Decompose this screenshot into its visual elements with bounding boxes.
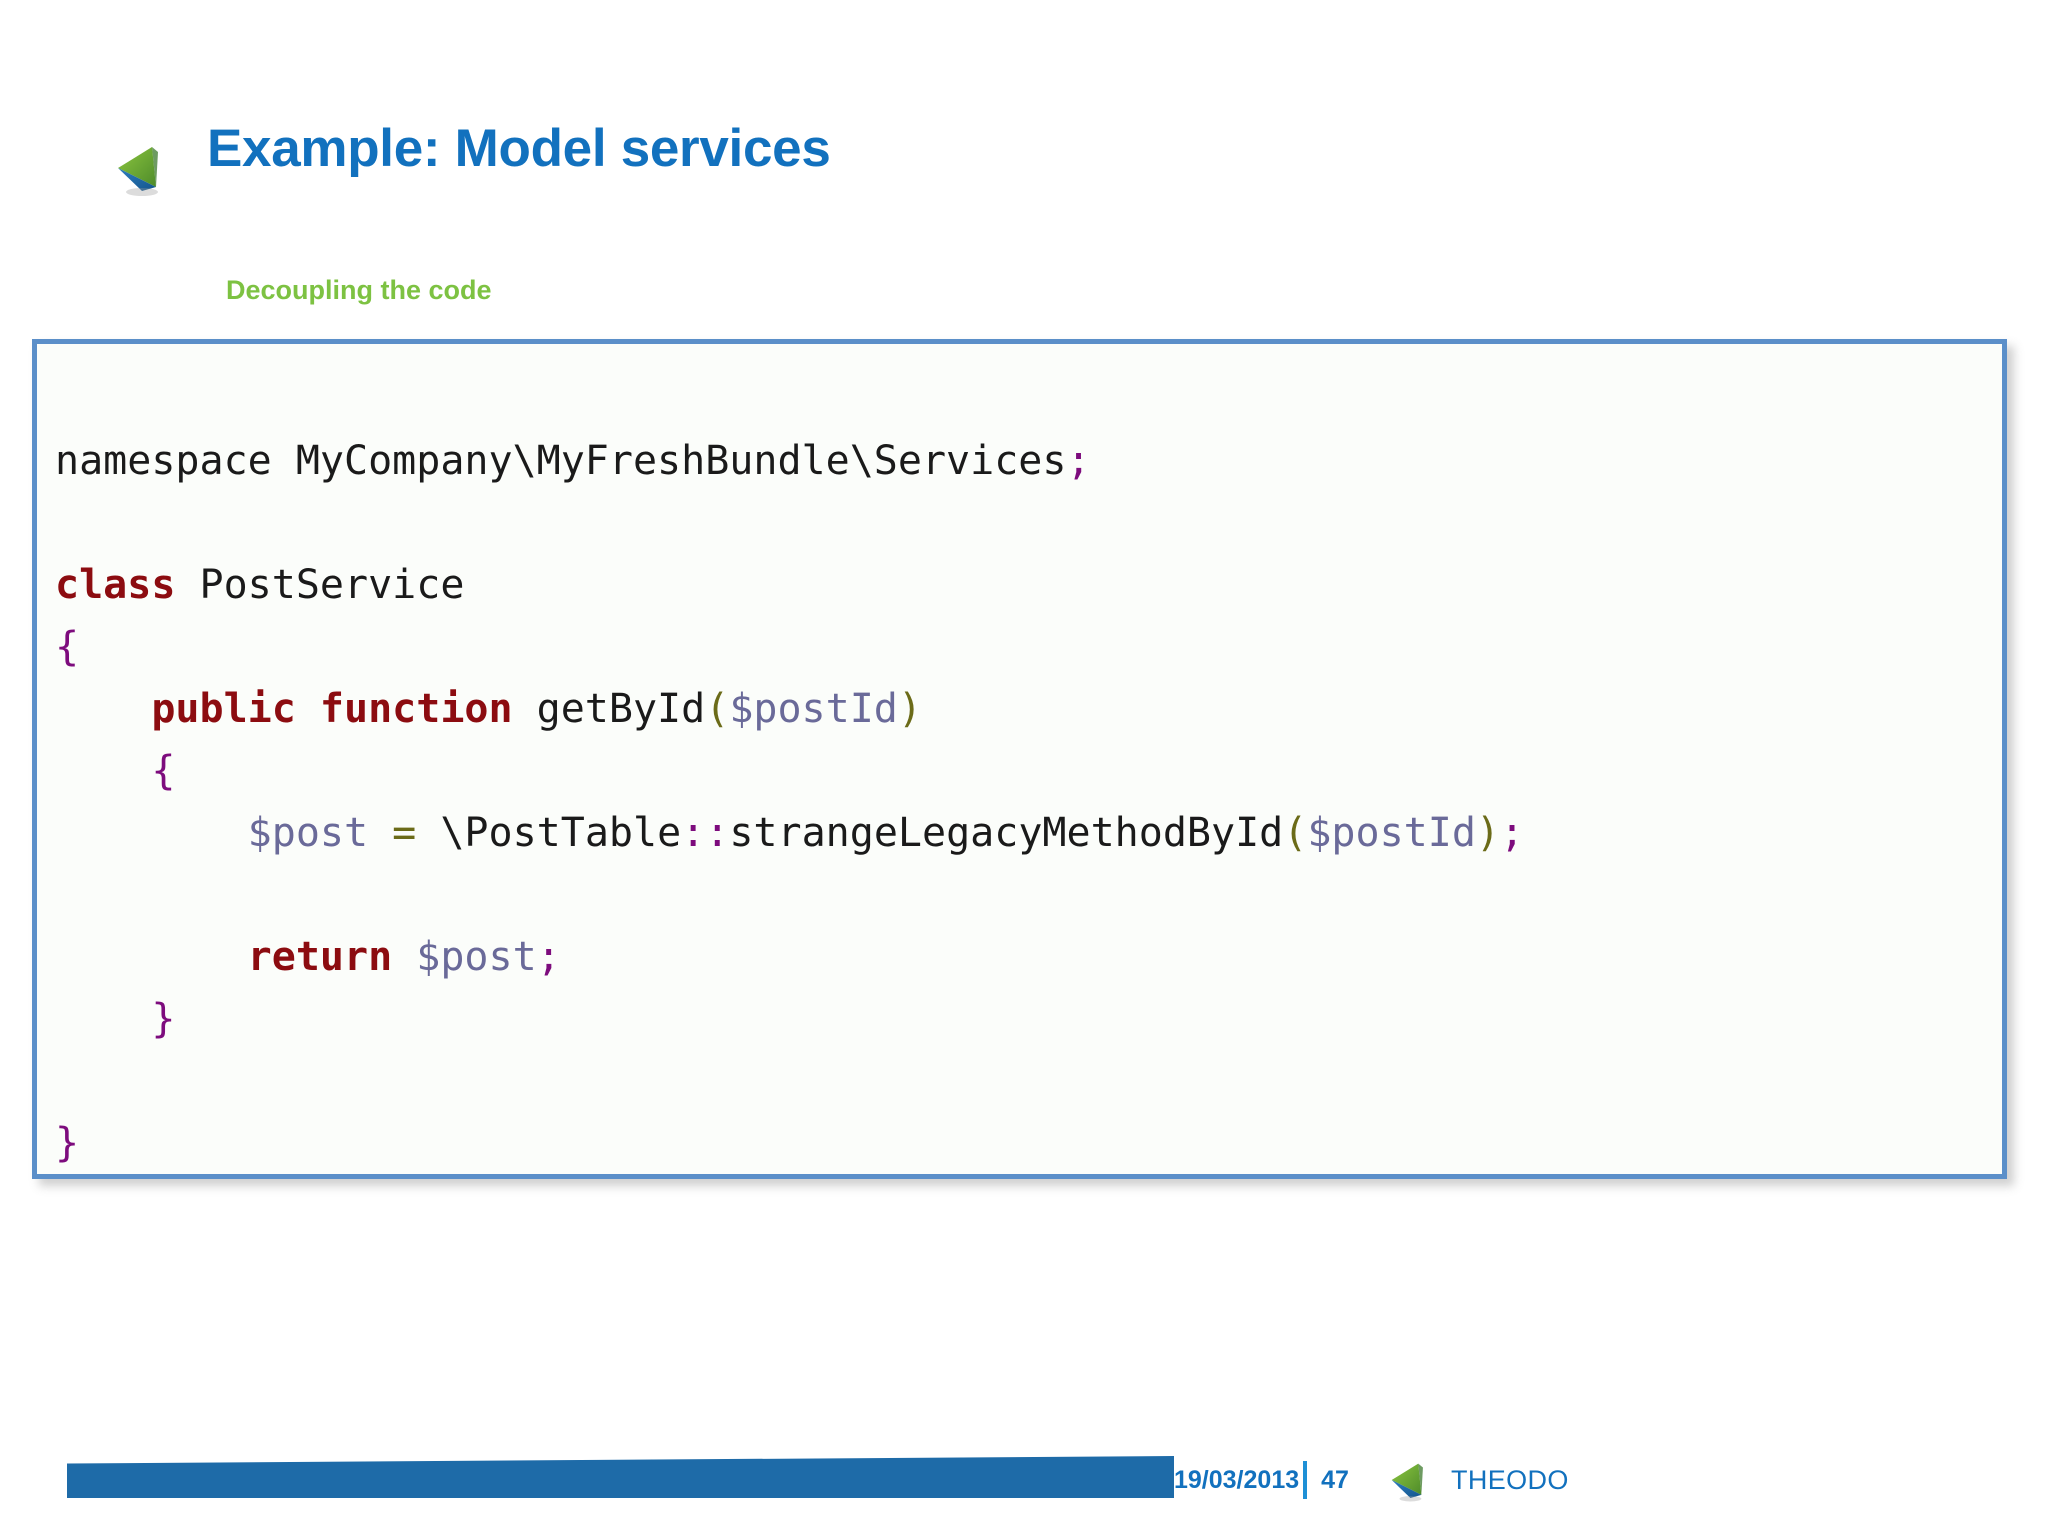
code-token-punc: ;: [536, 934, 561, 980]
code-token-plain: \PostTable: [416, 810, 682, 856]
theodo-triangle-logo-icon: [1387, 1455, 1437, 1505]
code-token-var: $post: [416, 934, 537, 980]
page-title: Example: Model services: [207, 119, 831, 178]
code-token-op: ): [897, 686, 922, 732]
code-line: }: [55, 996, 175, 1042]
code-content: namespace MyCompany\MyFreshBundle\Servic…: [55, 430, 1524, 1174]
code-token-plain: [55, 996, 151, 1042]
code-token-op: =: [392, 810, 417, 856]
footer-separator: [1303, 1461, 1308, 1499]
code-token-plain: [55, 686, 151, 732]
code-line: namespace MyCompany\MyFreshBundle\Servic…: [55, 438, 1091, 484]
code-token-plain: [55, 748, 151, 794]
code-token-var: $postId: [729, 686, 898, 732]
code-token-punc: ;: [1066, 438, 1091, 484]
code-token-var: $postId: [1307, 810, 1476, 856]
code-line: {: [55, 624, 79, 670]
code-token-plain: [55, 934, 248, 980]
code-line: class PostService: [55, 562, 464, 608]
footer-bar: [67, 1456, 1174, 1498]
code-token-kw: public function: [151, 686, 513, 732]
code-line: {: [55, 748, 175, 794]
code-line: public function getById($postId): [55, 686, 922, 732]
code-token-plain: [55, 810, 248, 856]
code-token-plain: namespace MyCompany\MyFreshBundle\Servic…: [55, 438, 1067, 484]
code-token-plain: getById: [512, 686, 706, 732]
footer-page-number: 47: [1321, 1465, 1349, 1494]
footer-brand-name: THEODO: [1450, 1464, 1569, 1495]
code-token-punc: ::: [681, 810, 730, 856]
footer-meta: 19/03/2013 47 THEODO: [1174, 1458, 1569, 1502]
code-token-plain: [392, 934, 416, 980]
code-line: return $post;: [55, 934, 561, 980]
code-token-op: (: [1283, 810, 1308, 856]
code-token-punc: }: [55, 1120, 80, 1166]
code-token-op: (: [705, 686, 730, 732]
footer-date: 19/03/2013: [1174, 1465, 1300, 1494]
code-token-punc: ;: [1500, 810, 1525, 856]
code-token-plain: [368, 810, 392, 856]
code-token-op: ): [1475, 810, 1500, 856]
code-line: $post = \PostTable::strangeLegacyMethodB…: [55, 810, 1524, 856]
code-token-kw: return: [247, 934, 393, 980]
code-token-plain: PostService: [175, 562, 465, 608]
code-token-punc: {: [151, 748, 176, 794]
code-token-punc: }: [151, 996, 176, 1042]
page-subtitle: Decoupling the code: [226, 275, 492, 305]
code-token-var: $post: [247, 810, 369, 856]
code-line: }: [55, 1120, 79, 1166]
code-token-punc: {: [55, 624, 80, 670]
code-token-plain: strangeLegacyMethodById: [729, 810, 1284, 856]
slide-header: Example: Model services: [0, 119, 2048, 218]
theodo-triangle-logo-icon: [112, 136, 176, 200]
code-token-kw: class: [55, 562, 176, 608]
code-block-panel: namespace MyCompany\MyFreshBundle\Servic…: [32, 339, 2007, 1179]
